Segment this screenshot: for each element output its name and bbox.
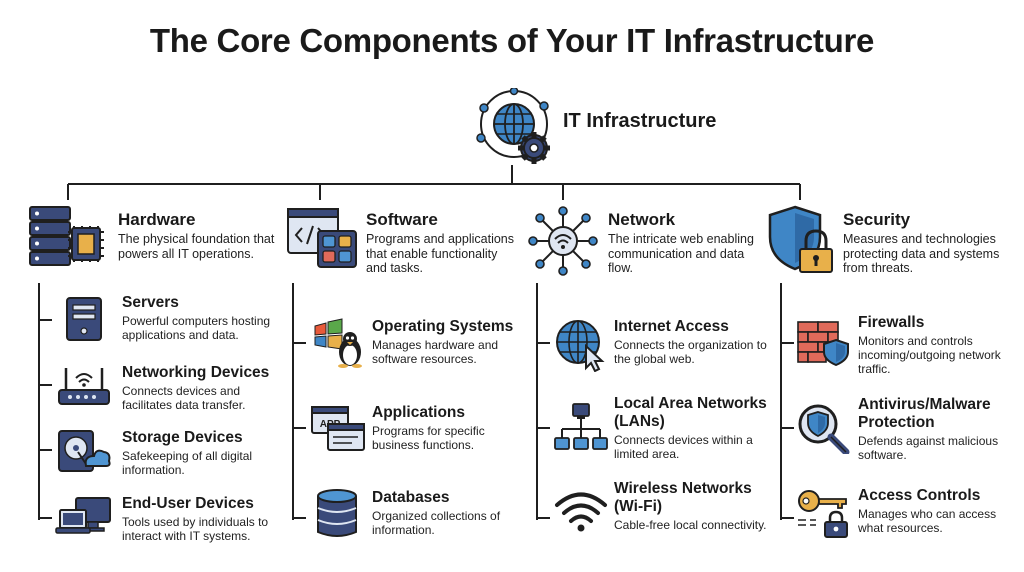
category-title: Software	[366, 210, 438, 229]
os-logos-icon	[314, 318, 362, 368]
item-desc: Tools used by individuals to interact wi…	[122, 515, 269, 543]
globe-gear-icon	[476, 88, 550, 164]
item-title: Operating Systems	[372, 318, 514, 335]
item-title: Antivirus/Malware Protection	[858, 396, 991, 431]
item-operating-systems: Operating Systems Manages hardware and s…	[372, 318, 522, 366]
item-end-user-devices: End-User Devices Tools used by individua…	[122, 495, 287, 543]
item-title: Applications	[372, 404, 466, 421]
item-desc: Connects devices and facilitates data tr…	[122, 384, 246, 412]
item-title: Storage Devices	[122, 429, 243, 446]
key-lock-icon	[798, 490, 848, 538]
item-title: Internet Access	[614, 318, 729, 335]
item-title: Access Controls	[858, 487, 981, 504]
page-title: The Core Components of Your IT Infrastru…	[149, 22, 875, 59]
item-storage-devices: Storage Devices Safekeeping of all digit…	[122, 429, 287, 477]
item-title: Networking Devices	[122, 364, 270, 381]
category-security: Security Measures and technologies prote…	[843, 210, 1003, 276]
category-desc: Programs and applications that enable fu…	[366, 232, 514, 275]
item-desc: Connects the organization to the global …	[614, 338, 767, 366]
item-servers: Servers Powerful computers hosting appli…	[122, 294, 287, 342]
item-desc: Defends against malicious software.	[858, 434, 999, 462]
wifi-icon	[555, 492, 607, 532]
server-tower-icon	[66, 297, 102, 341]
item-title: Servers	[122, 294, 179, 311]
lan-topology-icon	[554, 403, 608, 450]
shield-lock-icon	[768, 205, 833, 273]
network-hub-icon	[528, 206, 598, 276]
item-desc: Organized collections of information.	[372, 509, 501, 537]
firewall-icon	[797, 321, 849, 366]
item-desc: Programs for specific business functions…	[372, 424, 485, 452]
category-hardware: Hardware The physical foundation that po…	[118, 210, 288, 261]
item-desc: Manages who can access what resources.	[858, 507, 997, 535]
item-title: Wireless Networks (Wi-Fi)	[614, 480, 752, 515]
globe-cursor-icon	[556, 320, 605, 372]
code-window-icon	[287, 208, 357, 268]
router-icon	[58, 368, 110, 405]
item-internet-access: Internet Access Connects the organizatio…	[614, 318, 769, 366]
item-networking-devices: Networking Devices Connects devices and …	[122, 364, 287, 412]
category-desc: The intricate web enabling communication…	[608, 232, 754, 275]
item-applications: Applications Programs for specific busin…	[372, 404, 522, 452]
item-desc: Safekeeping of all digital information.	[122, 449, 253, 477]
item-title: Firewalls	[858, 314, 925, 331]
item-lans: Local Area Networks (LANs) Connects devi…	[614, 395, 774, 461]
item-wifi: Wireless Networks (Wi-Fi) Cable-free loc…	[614, 480, 774, 532]
item-title: Local Area Networks (LANs)	[614, 395, 767, 430]
category-title: Network	[608, 210, 676, 229]
category-title: Security	[843, 210, 911, 229]
category-desc: The physical foundation that powers all …	[118, 232, 275, 261]
item-desc: Cable-free local connectivity.	[614, 518, 767, 532]
item-databases: Databases Organized collections of infor…	[372, 489, 522, 537]
item-desc: Powerful computers hosting applications …	[122, 314, 271, 342]
server-chip-icon	[29, 206, 104, 266]
category-software: Software Programs and applications that …	[366, 210, 518, 276]
item-desc: Connects devices within a limited area.	[614, 433, 753, 461]
laptop-monitor-icon	[55, 497, 111, 534]
item-desc: Monitors and controls incoming/outgoing …	[858, 334, 1001, 376]
item-title: End-User Devices	[122, 495, 254, 512]
database-icon	[317, 489, 357, 537]
category-desc: Measures and technologies protecting dat…	[843, 232, 1000, 275]
hard-drive-cloud-icon	[58, 430, 111, 472]
category-title: Hardware	[118, 210, 196, 229]
item-antivirus: Antivirus/Malware Protection Defends aga…	[858, 396, 1008, 462]
item-title: Databases	[372, 489, 450, 506]
root-label: IT Infrastructure	[563, 110, 717, 132]
item-firewalls: Firewalls Monitors and controls incoming…	[858, 314, 1008, 376]
item-access-controls: Access Controls Manages who can access w…	[858, 487, 1008, 535]
app-windows-icon: APP	[311, 406, 365, 451]
item-desc: Manages hardware and software resources.	[372, 338, 499, 366]
magnifier-shield-icon	[798, 404, 850, 454]
category-network: Network The intricate web enabling commu…	[608, 210, 763, 276]
